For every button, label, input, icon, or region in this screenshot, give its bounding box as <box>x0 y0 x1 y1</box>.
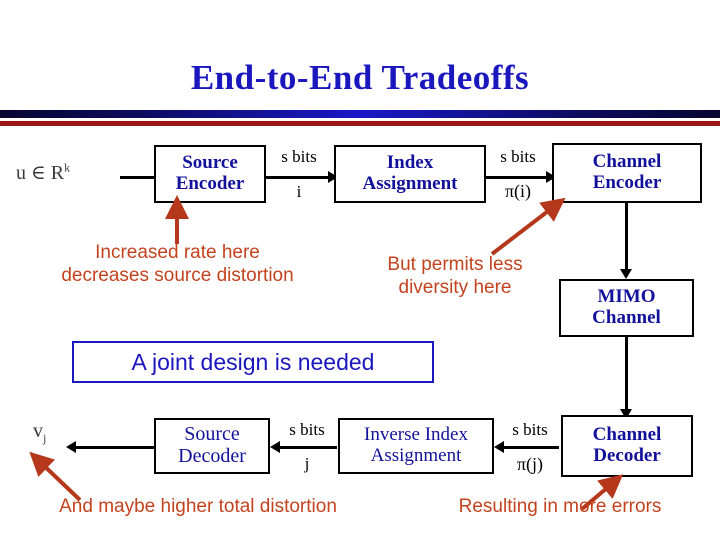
block-channel-decoder-line1: Channel <box>592 424 662 446</box>
divider-blue <box>0 110 720 118</box>
block-channel-encoder[interactable]: Channel Encoder <box>552 143 702 203</box>
red-arrow-to-output-label <box>29 451 82 502</box>
output-signal-label: vj <box>33 420 46 446</box>
arrowhead-into-inverse-index-assignment <box>494 441 504 453</box>
connector-source-encoder-to-index-assignment <box>266 176 332 179</box>
link-pi-j-bottom-label: π(j) <box>516 454 544 474</box>
block-index-assignment[interactable]: Index Assignment <box>334 145 486 203</box>
connector-index-assignment-to-channel-encoder <box>486 176 550 179</box>
joint-design-callout-label: A joint design is needed <box>131 348 375 375</box>
red-arrow-to-channel-decoder <box>580 474 624 511</box>
block-index-assignment-line1: Index <box>386 152 434 174</box>
block-channel-encoder-line1: Channel <box>592 151 662 173</box>
block-inverse-index-assignment[interactable]: Inverse Index Assignment <box>338 418 494 474</box>
red-arrow-to-channel-encoder <box>490 197 566 256</box>
red-arrow-to-source-encoder <box>165 195 189 244</box>
block-source-encoder[interactable]: Source Encoder <box>154 145 266 203</box>
arrowhead-into-index-assignment <box>328 171 338 183</box>
link-pi-i-bottom-label: π(i) <box>504 181 532 201</box>
block-mimo-channel-line1: MIMO <box>597 286 656 308</box>
connector-input-to-source-encoder <box>120 176 158 179</box>
divider-red <box>0 121 720 126</box>
block-mimo-channel[interactable]: MIMO Channel <box>559 279 694 337</box>
connector-channel-encoder-to-mimo <box>625 203 628 273</box>
block-inverse-index-assignment-line2: Assignment <box>370 445 462 466</box>
connector-mimo-to-channel-decoder <box>625 337 628 413</box>
block-source-decoder[interactable]: Source Decoder <box>154 418 270 474</box>
input-signal-label: u ∈ Rk <box>16 160 70 185</box>
link-pi-i-top-label: s bits <box>500 147 536 166</box>
link-i-top-label: s bits <box>281 147 317 166</box>
connector-channel-decoder-to-inverse-index <box>504 446 559 449</box>
block-index-assignment-line2: Assignment <box>362 173 458 194</box>
annotation-errors: Resulting in more errors <box>412 495 708 518</box>
input-signal-exponent: k <box>64 160 71 175</box>
arrowhead-into-output-label <box>66 441 76 453</box>
arrowhead-into-source-decoder <box>270 441 280 453</box>
annotation-distortion-line1: And maybe higher total distortion <box>59 496 337 517</box>
block-channel-encoder-line2: Encoder <box>592 172 662 193</box>
connector-source-decoder-to-output <box>76 446 154 449</box>
output-signal-subscript: j <box>43 431 47 445</box>
block-channel-decoder-line2: Decoder <box>593 445 661 466</box>
annotation-diversity: But permits less diversity here <box>335 253 575 299</box>
annotation-errors-line1: Resulting in more errors <box>458 496 662 517</box>
block-mimo-channel-line2: Channel <box>592 307 661 328</box>
annotation-rate: Increased rate here decreases source dis… <box>0 241 355 287</box>
block-source-encoder-line2: Encoder <box>175 173 245 194</box>
link-j-bottom-label: j <box>304 454 310 473</box>
block-channel-decoder[interactable]: Channel Decoder <box>561 415 693 477</box>
link-i-bottom-label: i <box>296 182 302 201</box>
annotation-rate-line1: Increased rate here <box>95 242 260 263</box>
output-signal-base: v <box>33 420 43 442</box>
arrowhead-into-mimo-channel <box>620 269 632 279</box>
annotation-rate-line2: decreases source distortion <box>61 265 294 287</box>
input-signal-base: u ∈ R <box>16 162 65 184</box>
block-source-decoder-line2: Decoder <box>178 445 246 467</box>
link-pi-j-top-label: s bits <box>512 420 548 439</box>
annotation-diversity-line1: But permits less <box>387 254 523 275</box>
block-inverse-index-assignment-line1: Inverse Index <box>364 424 468 446</box>
connector-inverse-index-to-source-decoder <box>280 446 337 449</box>
block-source-decoder-line1: Source <box>184 423 240 446</box>
arrowhead-into-channel-decoder <box>620 409 632 419</box>
block-source-encoder-line1: Source <box>182 152 238 174</box>
joint-design-callout[interactable]: A joint design is needed <box>72 341 434 383</box>
page-title: End-to-End Tradeoffs <box>190 58 530 97</box>
arrowhead-into-channel-encoder <box>546 171 556 183</box>
annotation-distortion: And maybe higher total distortion <box>0 495 396 518</box>
annotation-diversity-line2: diversity here <box>398 277 512 299</box>
link-j-top-label: s bits <box>289 420 325 439</box>
